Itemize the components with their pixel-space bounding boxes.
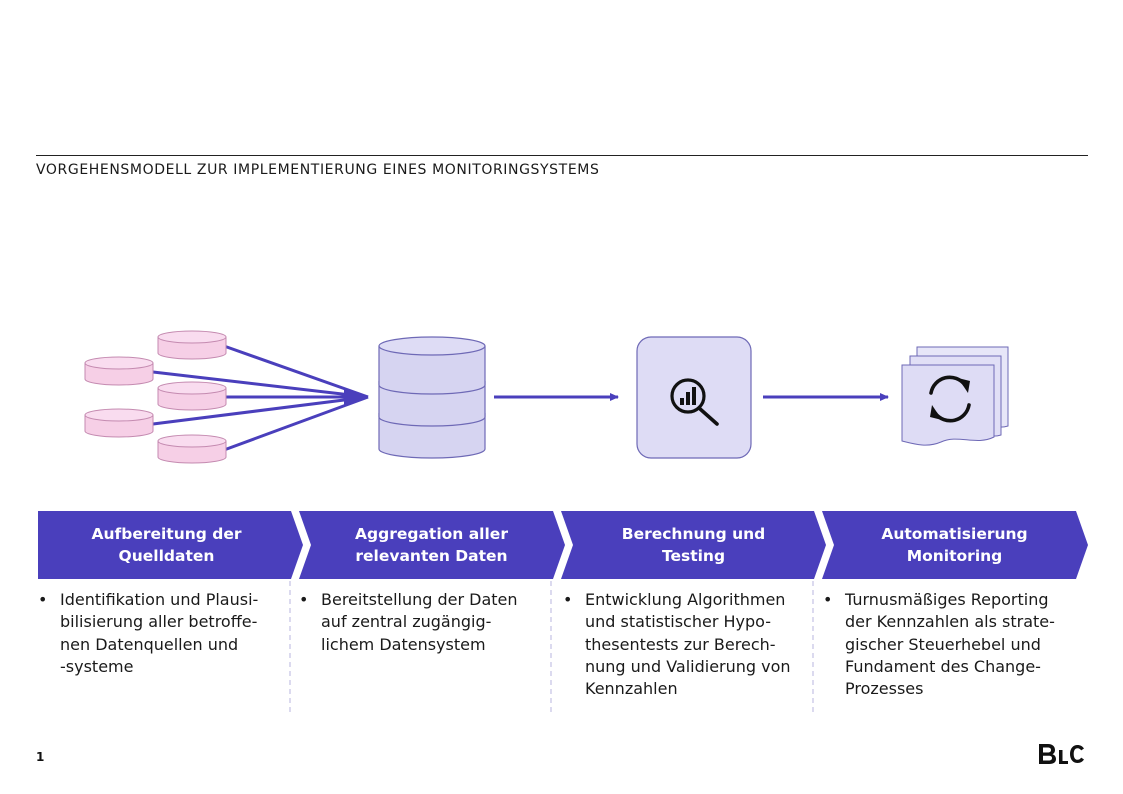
chevron-step-2 [299, 511, 565, 579]
bullet-icon: • [823, 590, 833, 609]
source-connector-lines [152, 344, 369, 452]
arrow-right-icon [344, 389, 368, 405]
chevron-step-4 [822, 511, 1088, 579]
source-databases [84, 330, 227, 464]
bullet-icon: • [38, 590, 48, 609]
refresh-icon [929, 375, 971, 423]
connector-line [223, 344, 369, 399]
documents-stack-icon [901, 346, 1009, 446]
step-1-bullet: • Identifikation und Plausi- bilisierung… [38, 590, 259, 676]
connector-line [152, 395, 369, 426]
connector-line [152, 370, 369, 399]
bullet-icon: • [563, 590, 573, 609]
step-2-bullet: • Bereitstellung der Daten auf zentral z… [299, 590, 518, 654]
page-title: VORGEHENSMODELL ZUR IMPLEMENTIERUNG EINE… [36, 162, 600, 178]
process-chevron-bar [38, 511, 1088, 579]
analytics-panel [636, 336, 752, 459]
column-dividers [289, 581, 814, 712]
database-icon [378, 336, 486, 459]
analytics-search-icon [670, 378, 719, 426]
title-rule [36, 155, 1088, 156]
connector-line [223, 395, 369, 452]
database-icon [157, 434, 227, 464]
step-4-bullet: • Turnusmäßiges Reporting der Kennzahlen… [823, 590, 1055, 699]
database-icon [157, 381, 227, 411]
chevron-step-3 [561, 511, 826, 579]
step-3-bullet: • Entwicklung Algorithmen und statistisc… [563, 590, 791, 699]
bullet-icon: • [299, 590, 309, 609]
page-number: 1 [36, 750, 45, 764]
database-icon [84, 356, 154, 386]
blc-logo [1037, 742, 1087, 770]
database-icon [84, 408, 154, 438]
database-icon [157, 330, 227, 360]
chevron-step-1 [38, 511, 303, 579]
